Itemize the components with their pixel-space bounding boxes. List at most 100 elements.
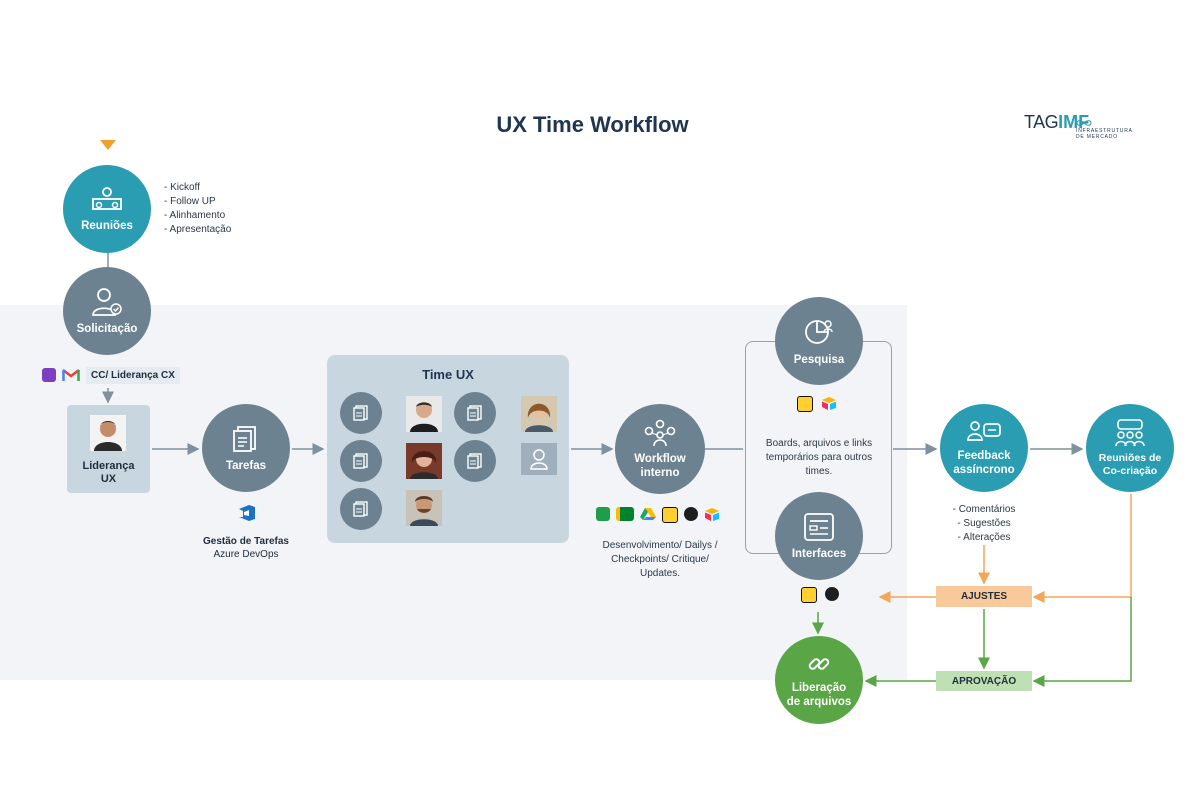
feedback-note-1: - Comentários: [952, 504, 1016, 515]
boards-text: Boards, arquivos e links temporários par…: [755, 437, 883, 479]
link-icon: [808, 657, 830, 670]
start-marker: [100, 140, 116, 150]
logo-brand-a: TAG: [1024, 112, 1059, 132]
cocriacao-label-line2: Co-criação: [1102, 464, 1158, 477]
pesquisa-label: Pesquisa: [793, 353, 845, 366]
lideranca-line2: UX: [100, 473, 117, 485]
team-task-node-1: [340, 392, 382, 434]
workflow-note-1: Desenvolvimento/ Dailys /: [602, 540, 718, 551]
cc-row: CC/ Liderança CX: [42, 365, 180, 385]
liberacao-node: Liberação de arquivos: [775, 636, 863, 724]
liberacao-label-line2: de arquivos: [786, 695, 852, 708]
liberacao-label-line1: Liberação: [791, 681, 847, 694]
tag-imf-logo: TAGIMF INFRAESTRUTURA DE MERCADO: [1024, 112, 1144, 140]
infinity-icon: [1076, 120, 1092, 126]
team-member-avatar-3: [406, 490, 442, 526]
lideranca-line1: Liderança: [82, 460, 135, 472]
airtable-icon: [705, 508, 719, 521]
pesquisa-tools-row: [797, 396, 837, 412]
azure-devops-icon: [239, 505, 255, 521]
group-chat-icon: [1115, 418, 1145, 446]
document-icon: [353, 453, 368, 469]
documents-icon: [233, 425, 256, 452]
team-network-icon: [644, 419, 676, 446]
note-alinhamento: - Alinhamento: [164, 210, 226, 221]
user-check-icon: [92, 287, 122, 316]
cocriacao-node: Reuniões de Co-criação: [1086, 404, 1174, 492]
tarefas-node: Tarefas: [202, 404, 290, 492]
reunioes-node: Reuniões: [63, 165, 151, 253]
user-comment-icon: [967, 420, 1001, 441]
lideranca-box: Liderança UX: [67, 405, 150, 493]
feedback-note-3: - Alterações: [957, 532, 1011, 543]
document-icon: [467, 405, 482, 421]
google-meet-icon: [616, 507, 634, 521]
google-drive-icon: [640, 508, 656, 520]
tarefas-label: Tarefas: [225, 459, 267, 472]
google-chat-icon: [596, 507, 610, 521]
figma-icon: [825, 587, 839, 601]
feedback-label-line1: Feedback: [957, 449, 1011, 462]
miro-icon: [797, 396, 813, 412]
reunioes-notes: - Kickoff - Follow UP - Alinhamento - Ap…: [164, 181, 231, 237]
interfaces-tools-row: [801, 587, 839, 603]
reunioes-label: Reuniões: [81, 219, 133, 232]
workflow-label-line2: interno: [640, 466, 680, 479]
feedback-notes: - Comentários - Sugestões - Alterações: [935, 503, 1033, 545]
team-task-node-2: [340, 440, 382, 482]
document-icon: [353, 501, 368, 517]
link-cocriacao-aprovacao: [1032, 597, 1132, 687]
solicitacao-label: Solicitação: [76, 322, 138, 335]
page-title: UX Time Workflow: [496, 112, 689, 137]
aprovacao-tag: APROVAÇÃO: [936, 671, 1032, 691]
airtable-icon: [822, 397, 836, 410]
note-apresentacao: - Apresentação: [164, 224, 232, 235]
logo-sub-line1: INFRAESTRUTURA: [1076, 128, 1133, 134]
note-kickoff: - Kickoff: [164, 182, 200, 193]
team-member-avatar-1: [406, 396, 442, 432]
feedback-label-line2: assíncrono: [953, 463, 1015, 476]
pesquisa-node: Pesquisa: [775, 297, 863, 385]
meeting-icon: [92, 186, 122, 210]
figma-icon: [684, 507, 698, 521]
workflow-tools-row: [596, 507, 720, 523]
team-member-placeholder: [521, 443, 557, 475]
forms-icon: [42, 368, 56, 382]
interface-layout-icon: [804, 512, 834, 541]
workflow-node: Workflow interno: [615, 404, 705, 494]
interfaces-label: Interfaces: [791, 547, 847, 560]
gmail-icon: [62, 369, 80, 381]
boards-line-3: times.: [805, 466, 833, 477]
workflow-note-3: Updates.: [639, 568, 681, 579]
team-member-avatar-4: [521, 396, 557, 432]
time-ux-title: Time UX: [422, 367, 474, 382]
tarefas-tool-line1: Gestão de Tarefas: [203, 536, 289, 547]
logo-sub-line2: DE MERCADO: [1076, 134, 1118, 140]
pie-research-icon: [805, 319, 833, 344]
document-icon: [467, 453, 482, 469]
logo-subtitle: INFRAESTRUTURA DE MERCADO: [1076, 120, 1136, 140]
lideranca-label: Liderança UX: [67, 460, 150, 486]
workflow-label-line1: Workflow: [634, 452, 686, 465]
lideranca-avatar: [90, 415, 126, 451]
user-placeholder-icon: [530, 449, 548, 470]
note-follow-up: - Follow UP: [164, 196, 216, 207]
tarefas-tool: Gestão de Tarefas Azure DevOps: [190, 535, 302, 561]
ajustes-tag: AJUSTES: [936, 586, 1032, 607]
document-icon: [353, 405, 368, 421]
miro-icon: [801, 587, 817, 603]
cocriacao-label-line1: Reuniões de: [1098, 451, 1162, 464]
workflow-notes: Desenvolvimento/ Dailys / Checkpoints/ C…: [590, 539, 730, 581]
team-task-node-5: [454, 440, 496, 482]
logo-brand-b: IMF: [1058, 112, 1090, 132]
boards-line-1: Boards, arquivos e links: [765, 438, 873, 449]
solicitacao-node: Solicitação: [63, 267, 151, 355]
tarefas-tool-line2: Azure DevOps: [213, 549, 279, 560]
boards-line-2: temporários para outros: [765, 452, 873, 463]
miro-icon: [662, 507, 678, 523]
cc-lideranca-label: CC/ Liderança CX: [86, 366, 180, 384]
interfaces-node: Interfaces: [775, 492, 863, 580]
team-member-avatar-2: [406, 443, 442, 479]
feedback-node: Feedback assíncrono: [940, 404, 1028, 492]
